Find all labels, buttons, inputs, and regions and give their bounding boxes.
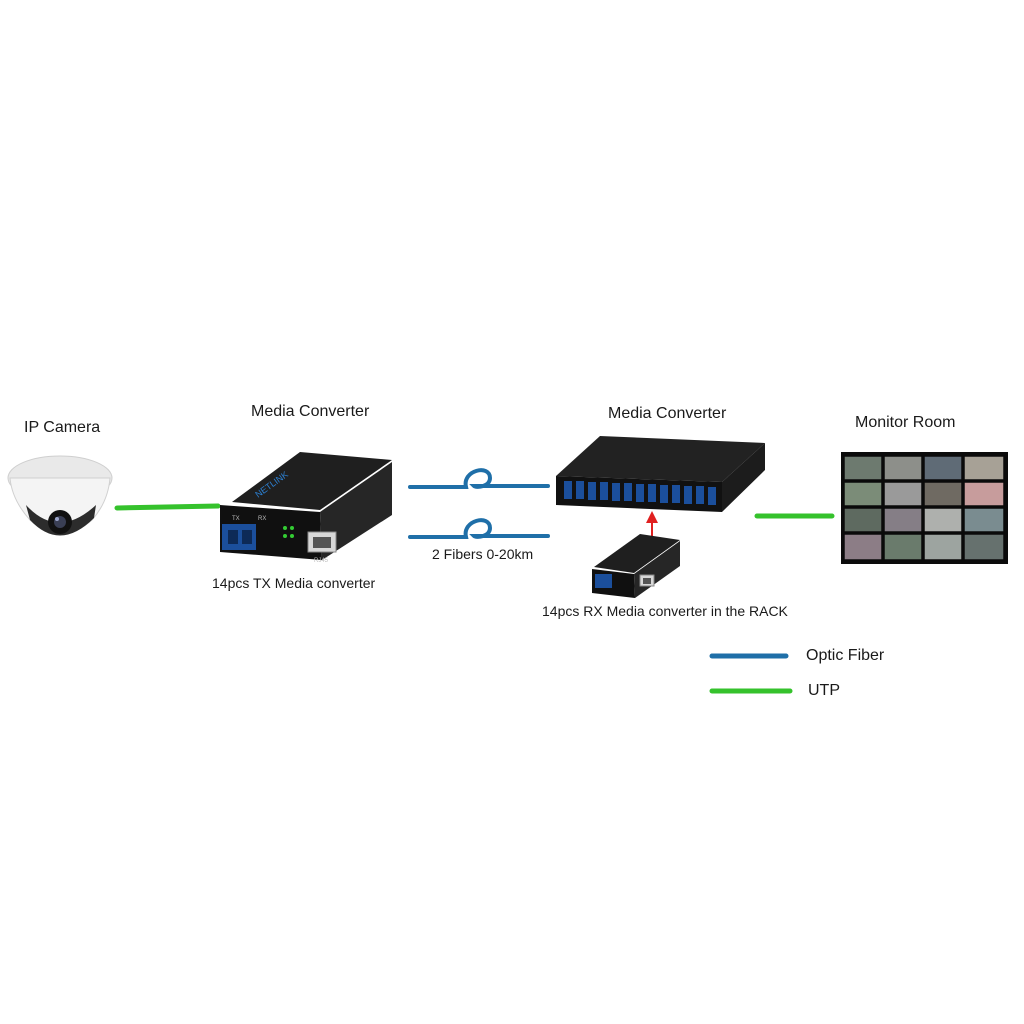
legend: Optic Fiber UTP: [709, 647, 885, 699]
insert-arrow: [646, 511, 658, 538]
rx-converter-icon: [592, 534, 680, 598]
rx-caption: 14pcs RX Media converter in the RACK: [542, 603, 789, 619]
tx-converter-title: Media Converter: [251, 403, 370, 420]
port-rj45-label: RJ45: [314, 558, 329, 564]
rack-chassis-icon: [556, 436, 765, 512]
dome-camera-icon: [7, 455, 113, 536]
rack-converter-title: Media Converter: [608, 405, 727, 422]
optic-fiber-pair: [408, 468, 550, 539]
media-converter-icon: NETLINK TX RX RJ45: [220, 452, 392, 564]
legend-label-optic-fiber: Optic Fiber: [806, 647, 885, 664]
port-rx-label: RX: [258, 516, 266, 522]
port-tx-label: TX: [232, 516, 240, 522]
fibers-caption: 2 Fibers 0-20km: [432, 546, 533, 562]
video-wall-icon: [841, 452, 1008, 564]
tx-caption: 14pcs TX Media converter: [212, 575, 375, 591]
legend-label-utp: UTP: [808, 682, 840, 699]
utp-line-camera-tx: [114, 503, 221, 511]
monitor-room-label: Monitor Room: [855, 414, 955, 431]
ip-camera-label: IP Camera: [24, 419, 100, 436]
